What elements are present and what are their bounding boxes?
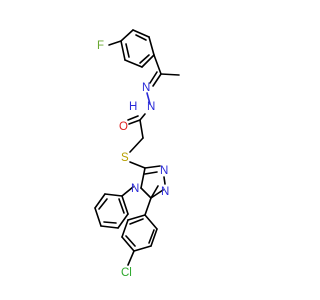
triazole-ring bbox=[129, 161, 166, 199]
atom-nitrogen-triazole-1: N bbox=[160, 165, 168, 177]
atom-nitrogen-hydrazone-2: N bbox=[147, 101, 155, 113]
atom-nitrogen-hydrazone-1: N bbox=[142, 82, 150, 94]
molecule-canvas: F N N H O S N N N Cl bbox=[94, 29, 180, 279]
chlorophenyl-ring bbox=[121, 197, 158, 266]
atom-hydrogen-amide: H bbox=[129, 101, 137, 113]
atom-sulfur: S bbox=[121, 152, 129, 164]
acetamide-chain bbox=[127, 113, 146, 153]
hydrazone-linker bbox=[146, 54, 180, 105]
n-phenyl-ring bbox=[94, 186, 134, 229]
atom-chlorine: Cl bbox=[121, 267, 132, 279]
structure-diagram: F N N H O S N N N Cl bbox=[94, 29, 180, 279]
atom-oxygen-carbonyl: O bbox=[119, 121, 128, 133]
atom-nitrogen-triazole-4: N bbox=[131, 183, 139, 195]
atom-fluorine: F bbox=[97, 40, 104, 52]
atom-nitrogen-triazole-2: N bbox=[161, 186, 169, 198]
fluorophenyl-ring bbox=[108, 29, 155, 68]
